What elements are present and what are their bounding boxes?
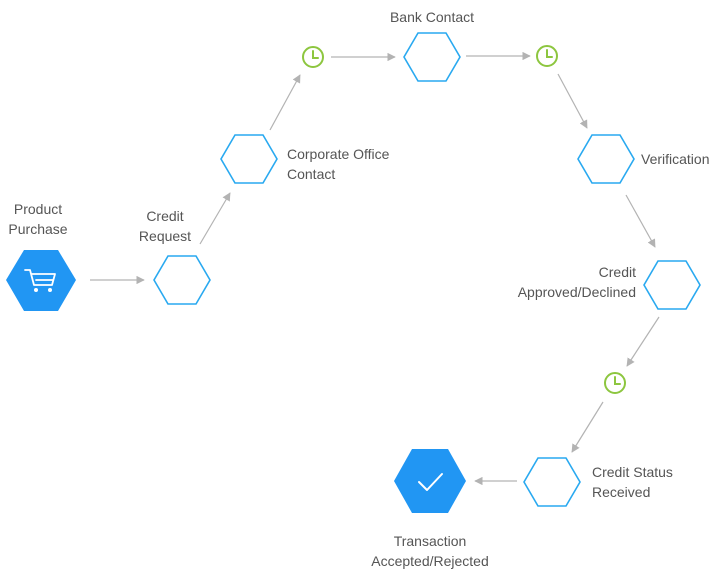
- clock-icon: [302, 46, 324, 68]
- label-line: Corporate Office: [287, 146, 390, 162]
- label-bank-contact: Bank Contact: [372, 7, 492, 27]
- label-credit-approved-declined: Credit Approved/Declined: [488, 262, 636, 302]
- label-credit-request: Credit Request: [125, 206, 205, 246]
- arrow-timer2-to-verification: [557, 73, 588, 129]
- hexagon-credit-status-received[interactable]: [523, 457, 581, 507]
- arrow-approved-to-timer3: [626, 316, 660, 367]
- label-line: Transaction: [393, 533, 467, 549]
- clock-icon: [604, 372, 626, 394]
- label-line: Contact: [287, 166, 336, 182]
- label-line: Verification: [641, 151, 710, 167]
- label-line: Credit: [598, 264, 636, 280]
- label-line: Product: [13, 201, 63, 217]
- label-verification: Verification: [641, 149, 720, 169]
- hexagon-verification[interactable]: [577, 134, 635, 184]
- label-transaction-accepted-rejected: Transaction Accepted/Rejected: [355, 531, 505, 571]
- arrow-request-to-corporate: [199, 192, 231, 245]
- hexagon-bank-contact[interactable]: [403, 32, 461, 82]
- label-product-purchase: Product Purchase: [0, 199, 76, 239]
- hexagon-product-purchase[interactable]: [6, 250, 76, 311]
- arrow-corporate-to-timer1: [269, 74, 301, 131]
- label-line: Purchase: [8, 221, 68, 237]
- label-line: Accepted/Rejected: [371, 553, 489, 569]
- shopping-cart-icon: [24, 269, 56, 292]
- clock-icon: [536, 45, 558, 67]
- hexagon-credit-approved-declined[interactable]: [643, 260, 701, 310]
- label-line: Request: [138, 228, 192, 244]
- label-line: Credit: [146, 208, 184, 224]
- hexagon-transaction-accepted-rejected[interactable]: [394, 449, 466, 513]
- label-line: Bank Contact: [389, 9, 475, 25]
- label-line: Received: [592, 484, 651, 500]
- arrow-timer3-to-status: [571, 401, 604, 453]
- arrows: [90, 51, 660, 486]
- label-corporate-office-contact: Corporate Office Contact: [287, 144, 427, 184]
- label-line: Credit Status: [592, 464, 673, 480]
- hexagon-credit-request[interactable]: [153, 255, 211, 305]
- label-line: Approved/Declined: [517, 284, 636, 300]
- hexagon-corporate-office-contact[interactable]: [220, 134, 278, 184]
- checkmark-icon: [418, 473, 443, 491]
- label-credit-status-received: Credit Status Received: [592, 462, 712, 502]
- arrow-verification-to-approved: [625, 194, 656, 248]
